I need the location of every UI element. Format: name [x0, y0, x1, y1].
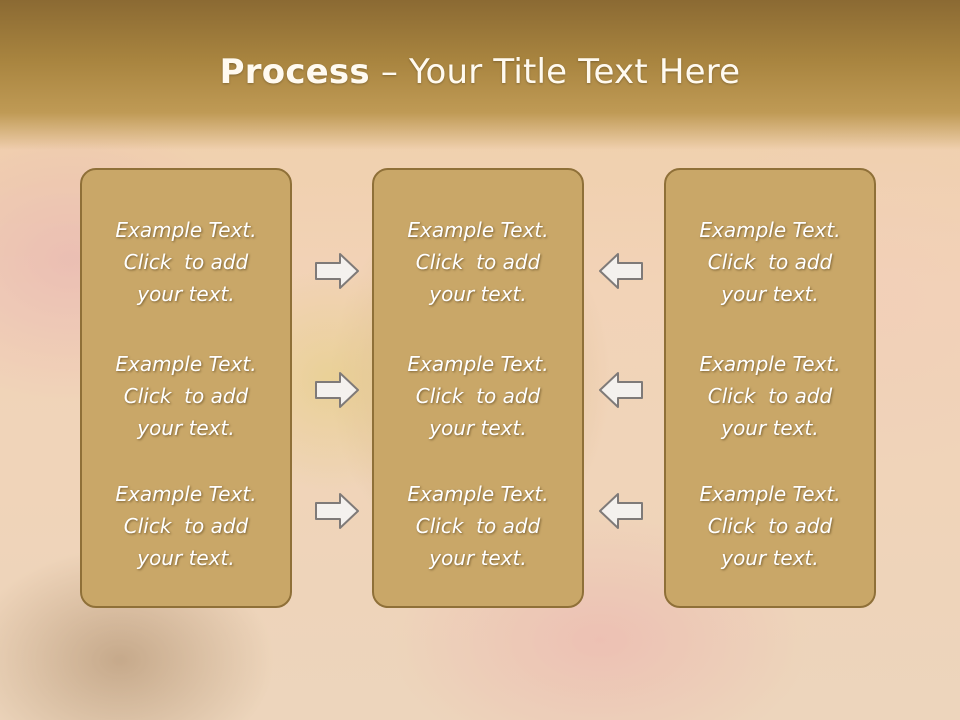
text-item[interactable]: Example Text. Click to add your text. — [82, 478, 290, 574]
column-left[interactable]: Example Text. Click to add your text. Ex… — [80, 168, 292, 608]
text-line: Example Text. — [699, 218, 841, 242]
text-item[interactable]: Example Text. Click to add your text. — [666, 348, 874, 444]
text-line: Example Text. — [407, 218, 549, 242]
left-arrow-icon — [599, 253, 643, 289]
title-dash: – — [369, 52, 410, 92]
text-line: your text. — [137, 546, 235, 570]
text-line: Example Text. — [699, 482, 841, 506]
text-item[interactable]: Example Text. Click to add your text. — [374, 214, 582, 310]
text-line: Example Text. — [115, 218, 257, 242]
right-arrow-icon — [315, 253, 359, 289]
text-line: Click to add — [123, 384, 249, 408]
title-bold: Process — [219, 52, 370, 92]
text-line: your text. — [721, 546, 819, 570]
right-arrow-icon — [315, 493, 359, 529]
text-line: Click to add — [415, 250, 541, 274]
text-item[interactable]: Example Text. Click to add your text. — [374, 348, 582, 444]
text-item[interactable]: Example Text. Click to add your text. — [666, 478, 874, 574]
text-line: your text. — [721, 416, 819, 440]
column-center[interactable]: Example Text. Click to add your text. Ex… — [372, 168, 584, 608]
text-line: Click to add — [707, 250, 833, 274]
text-line: Click to add — [415, 514, 541, 538]
text-line: Example Text. — [115, 352, 257, 376]
text-item[interactable]: Example Text. Click to add your text. — [374, 478, 582, 574]
column-right[interactable]: Example Text. Click to add your text. Ex… — [664, 168, 876, 608]
title-rest: Your Title Text Here — [409, 52, 741, 92]
left-arrow-icon — [599, 493, 643, 529]
text-item[interactable]: Example Text. Click to add your text. — [82, 214, 290, 310]
right-arrow-icon — [315, 372, 359, 408]
text-line: your text. — [429, 416, 527, 440]
text-item[interactable]: Example Text. Click to add your text. — [82, 348, 290, 444]
title-band — [0, 0, 960, 150]
text-line: your text. — [429, 282, 527, 306]
text-line: your text. — [137, 282, 235, 306]
text-line: Example Text. — [407, 352, 549, 376]
text-line: Click to add — [707, 514, 833, 538]
text-line: Click to add — [415, 384, 541, 408]
text-line: your text. — [721, 282, 819, 306]
text-item[interactable]: Example Text. Click to add your text. — [666, 214, 874, 310]
text-line: Click to add — [707, 384, 833, 408]
text-line: Example Text. — [115, 482, 257, 506]
left-arrow-icon — [599, 372, 643, 408]
text-line: your text. — [137, 416, 235, 440]
text-line: Example Text. — [407, 482, 549, 506]
text-line: Click to add — [123, 514, 249, 538]
text-line: your text. — [429, 546, 527, 570]
slide-title[interactable]: Process – Your Title Text Here — [0, 52, 960, 92]
text-line: Example Text. — [699, 352, 841, 376]
text-line: Click to add — [123, 250, 249, 274]
